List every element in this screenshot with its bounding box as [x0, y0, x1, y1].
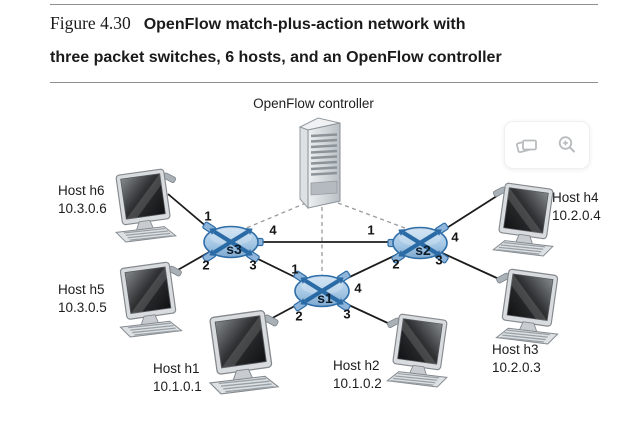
host-h2-name: Host h2: [333, 358, 380, 373]
host-h5-label: Host h5 10.3.0.5: [58, 281, 107, 316]
host-h5-name: Host h5: [58, 282, 105, 297]
port-label-s1-1: 1: [291, 261, 299, 277]
switch-s1-icon: s1: [293, 270, 351, 312]
caption-divider-bottom: [50, 82, 598, 83]
host-h3-icon: [492, 266, 564, 345]
viewer-toolbar: [504, 121, 590, 169]
figure-title-line2: three packet switches, 6 hosts, and an O…: [50, 49, 502, 66]
host-h6-name: Host h6: [58, 183, 105, 198]
host-h5-ip: 10.3.0.5: [58, 299, 107, 315]
switch-s2-icon: s2: [387, 222, 449, 264]
switch-s1-label: s1: [317, 290, 333, 306]
switch-s3-icon: s3: [202, 221, 264, 263]
port-label-s3-2: 2: [202, 257, 210, 273]
host-h6-icon: [110, 166, 180, 243]
port-label-s1-2: 2: [295, 308, 303, 324]
switch-s2-label: s2: [415, 242, 431, 258]
port-label-s2-4: 4: [451, 229, 459, 245]
host-h1-ip: 10.1.0.1: [153, 378, 202, 394]
caption-line1: Figure 4.30 OpenFlow match-plus-action ne…: [50, 13, 466, 34]
switch-s3-label: s3: [226, 241, 242, 257]
host-h3-name: Host h3: [492, 342, 539, 357]
control-link-controller-s3: [243, 202, 307, 230]
figure-number: Figure 4.30: [50, 13, 131, 33]
host-h1-label: Host h1 10.1.0.1: [153, 360, 202, 395]
controller-icon: [294, 113, 346, 209]
port-label-s1-4: 4: [354, 280, 362, 296]
host-h6-ip: 10.3.0.6: [58, 200, 107, 216]
host-h4-label: Host h4 10.2.0.4: [552, 189, 601, 224]
figure-title-line1: OpenFlow match-plus-action network with: [143, 16, 466, 33]
host-h2-icon: [383, 311, 453, 388]
copy-button[interactable]: [514, 133, 540, 157]
host-h2-ip: 10.1.0.2: [333, 375, 382, 391]
host-h1-icon: [203, 307, 283, 395]
host-h2-label: Host h2 10.1.0.2: [333, 357, 382, 392]
port-label-s3-4: 4: [269, 222, 277, 238]
host-h1-name: Host h1: [153, 361, 200, 376]
host-h3-ip: 10.2.0.3: [492, 359, 541, 375]
host-h4-ip: 10.2.0.4: [552, 207, 601, 223]
host-h4-icon: [489, 180, 559, 257]
copy-icon: [516, 139, 537, 154]
zoom-in-icon: [558, 136, 575, 153]
port-label-s3-3: 3: [249, 257, 257, 273]
host-h6-label: Host h6 10.3.0.6: [58, 182, 107, 217]
host-h3-label: Host h3 10.2.0.3: [492, 341, 541, 376]
port-label-s2-2: 2: [392, 256, 400, 272]
host-h5-icon: [114, 259, 186, 338]
port-label-s2-1: 1: [367, 222, 375, 238]
caption-divider-top: [50, 4, 598, 5]
link-s2-h3: [439, 251, 500, 280]
port-label-s3-1: 1: [204, 208, 212, 224]
port-label-s1-3: 3: [343, 306, 351, 322]
controller-label: OpenFlow controller: [253, 96, 374, 111]
link-s2-h4: [441, 193, 501, 232]
port-label-s2-3: 3: [435, 252, 443, 268]
host-h4-name: Host h4: [552, 190, 599, 205]
zoom-in-button[interactable]: [554, 133, 580, 157]
